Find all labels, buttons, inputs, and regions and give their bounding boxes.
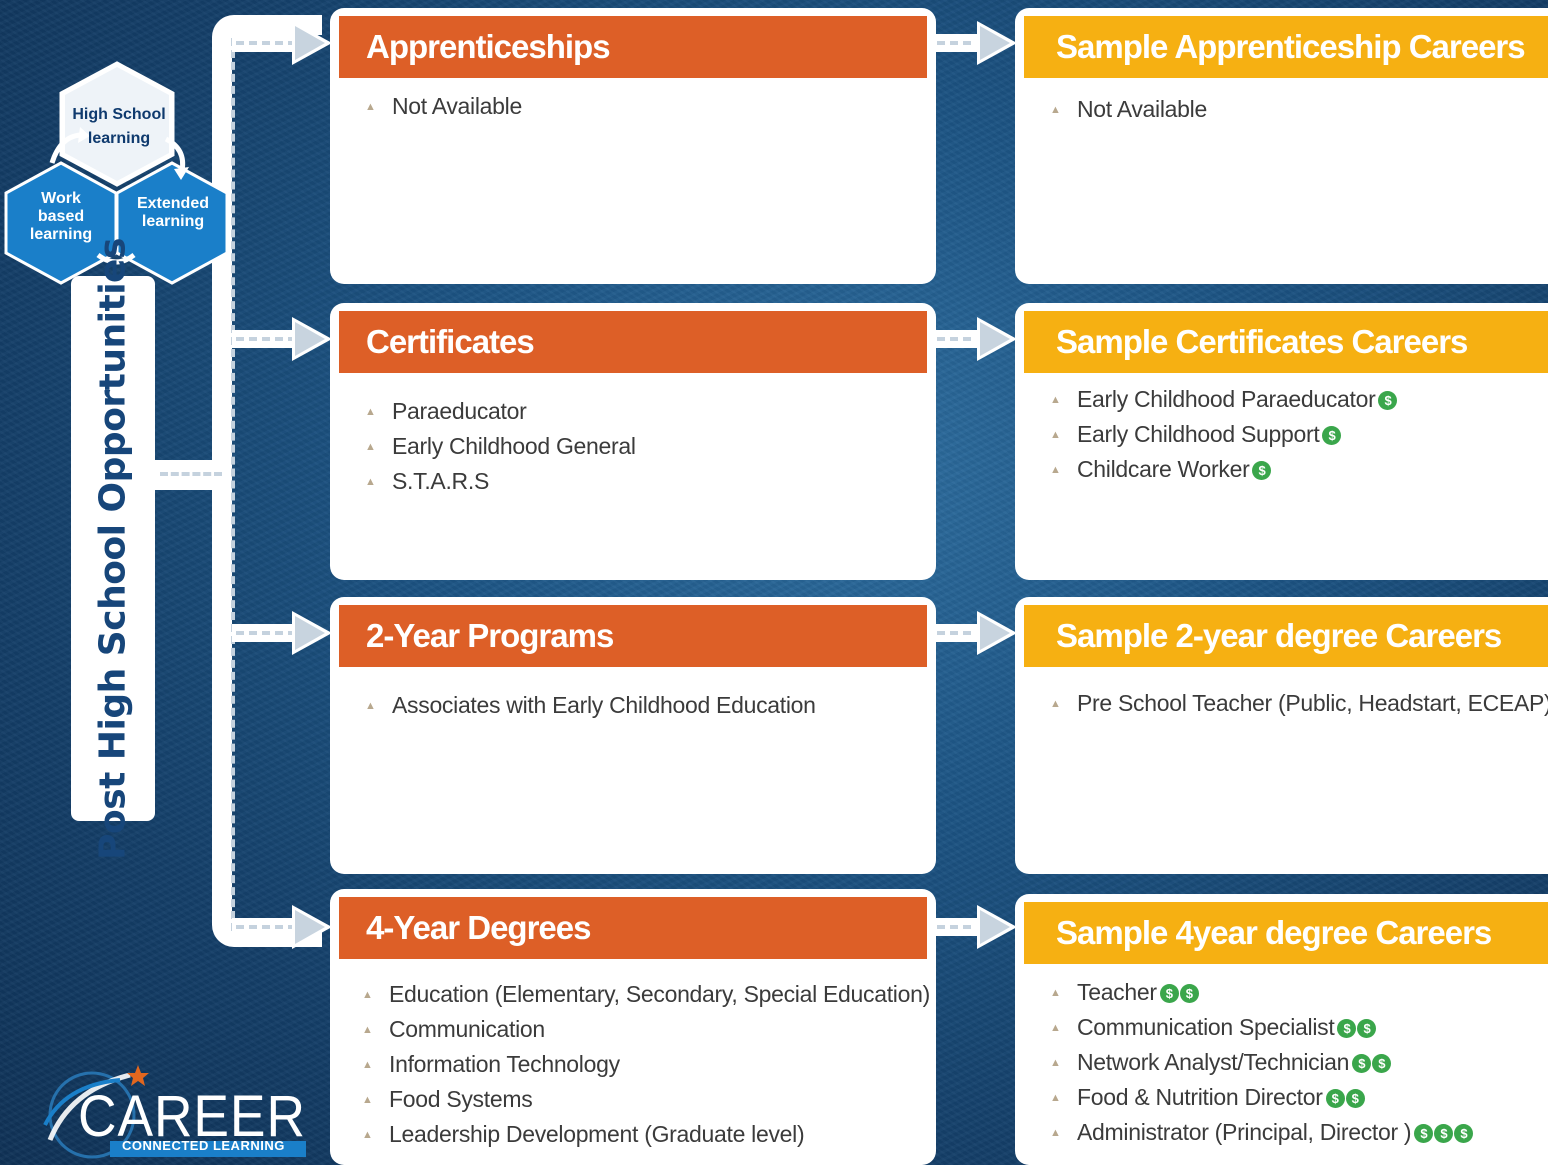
list-item: ▲Early Childhood General — [365, 433, 636, 459]
program-header: Apprenticeships — [339, 16, 927, 78]
list-item: ▲Communication — [362, 1016, 545, 1042]
list-item: ▲Food Systems — [362, 1086, 533, 1112]
list-item: ▲Network Analyst/Technician$$ — [1050, 1045, 1473, 1080]
salary-dollar-icon: $ — [1414, 1124, 1434, 1143]
connector-stub-dash — [160, 472, 222, 476]
salary-dollar-icon: $ — [1322, 426, 1342, 445]
program-header: 2-Year Programs — [339, 605, 927, 667]
salary-dollar-icon: $ — [1337, 1019, 1357, 1038]
program-card-2-year: 2-Year Programs ▲Associates with Early C… — [330, 597, 936, 874]
arrow-to-4-year — [232, 905, 332, 949]
list-item: ▲Paraeducator — [365, 398, 527, 424]
arrow-to-2-year — [232, 611, 332, 655]
career-card-apprenticeship: Sample Apprenticeship Careers ▲Not Avail… — [1015, 8, 1548, 284]
learning-hexagon-cluster: High School learning Work based learning… — [0, 55, 235, 290]
salary-dollar-icon: $ — [1378, 391, 1398, 410]
arrow-to-certificates-careers — [933, 317, 1023, 361]
post-high-school-title-box: Post High School Opportunities — [71, 238, 155, 859]
logo-swoosh-icon — [43, 1065, 306, 1159]
career-header: Sample Apprenticeship Careers — [1024, 16, 1548, 78]
career-card-2-year: Sample 2-year degree Careers ▲Pre School… — [1015, 597, 1548, 874]
program-header: Certificates — [339, 311, 927, 373]
salary-dollar-icon: $ — [1325, 1089, 1345, 1108]
arrow-to-apprenticeship-careers — [933, 21, 1023, 65]
program-list: ▲Paraeducator ▲Early Childhood General ▲… — [365, 394, 636, 499]
program-card-certificates: Certificates ▲Paraeducator ▲Early Childh… — [330, 303, 936, 580]
list-item: ▲Leadership Development (Graduate level) — [362, 1121, 805, 1147]
career-list: ▲Teacher$$ ▲Communication Specialist$$ ▲… — [1050, 975, 1474, 1150]
list-item: ▲Not Available — [365, 93, 522, 119]
list-item: ▲Early Childhood Support$ — [1050, 417, 1397, 452]
hexagon-high-school-label: High School learning — [72, 106, 166, 147]
career-header: Sample 2-year degree Careers — [1024, 605, 1548, 667]
list-item: ▲Early Childhood Paraeducator$ — [1050, 382, 1398, 417]
career-header: Sample 4year degree Careers — [1024, 902, 1548, 964]
hexagon-shapes — [4, 61, 229, 285]
hexagon-extended-label: Extended learning — [136, 195, 209, 230]
program-list: ▲Not Available — [365, 89, 522, 124]
arrow-to-certificates — [232, 317, 332, 361]
logo-word: CAREER — [78, 1084, 306, 1149]
program-card-4-year: 4-Year Degrees ▲Education (Elementary, S… — [330, 889, 936, 1165]
list-item: ▲S.T.A.R.S — [365, 468, 489, 494]
hexagon-work-based-label: Work based learning — [29, 190, 93, 243]
list-item: ▲Food & Nutrition Director$$ — [1050, 1080, 1473, 1115]
salary-dollar-icon: $ — [1454, 1124, 1474, 1143]
program-header: 4-Year Degrees — [339, 897, 927, 959]
list-item: ▲Information Technology — [362, 1051, 620, 1077]
career-list: ▲Early Childhood Paraeducator$ ▲Early Ch… — [1050, 382, 1398, 487]
program-card-apprenticeships: Apprenticeships ▲Not Available — [330, 8, 936, 284]
list-item: ▲Pre School Teacher (Public, Headstart, … — [1050, 690, 1548, 716]
list-item: ▲Not Available — [1050, 96, 1207, 122]
list-item: ▲Childcare Worker$ — [1050, 452, 1397, 487]
logo-subtitle: CONNECTED LEARNING — [122, 1138, 285, 1153]
career-card-4-year: Sample 4year degree Careers ▲Teacher$$ ▲… — [1015, 894, 1548, 1165]
salary-dollar-icon: $ — [1357, 1019, 1377, 1038]
connector-dash — [231, 38, 235, 931]
career-header: Sample Certificates Careers — [1024, 311, 1548, 373]
list-item: ▲Education (Elementary, Secondary, Speci… — [362, 981, 930, 1007]
career-list: ▲Pre School Teacher (Public, Headstart, … — [1050, 686, 1548, 721]
list-item: ▲Teacher$$ — [1050, 975, 1473, 1010]
career-connected-learning-logo: CAREER CONNECTED LEARNING — [30, 1055, 320, 1160]
post-high-school-title: Post High School Opportunities — [92, 237, 134, 860]
career-card-certificates: Sample Certificates Careers ▲Early Child… — [1015, 303, 1548, 580]
salary-dollar-icon: $ — [1372, 1054, 1392, 1073]
list-item: ▲Administrator (Principal, Director )$$$ — [1050, 1115, 1474, 1150]
program-list: ▲Associates with Early Childhood Educati… — [365, 688, 816, 723]
arrow-to-apprenticeships — [232, 21, 332, 65]
salary-dollar-icon: $ — [1434, 1124, 1454, 1143]
salary-dollar-icon: $ — [1179, 984, 1199, 1003]
list-item: ▲Associates with Early Childhood Educati… — [365, 692, 816, 718]
program-list: ▲Education (Elementary, Secondary, Speci… — [362, 977, 930, 1152]
salary-dollar-icon: $ — [1252, 461, 1272, 480]
arrow-to-2-year-careers — [933, 611, 1023, 655]
salary-dollar-icon: $ — [1345, 1089, 1365, 1108]
arrow-to-4-year-careers — [933, 905, 1023, 949]
career-list: ▲Not Available — [1050, 92, 1207, 127]
salary-dollar-icon: $ — [1159, 984, 1179, 1003]
list-item: ▲Communication Specialist$$ — [1050, 1010, 1473, 1045]
salary-dollar-icon: $ — [1352, 1054, 1372, 1073]
